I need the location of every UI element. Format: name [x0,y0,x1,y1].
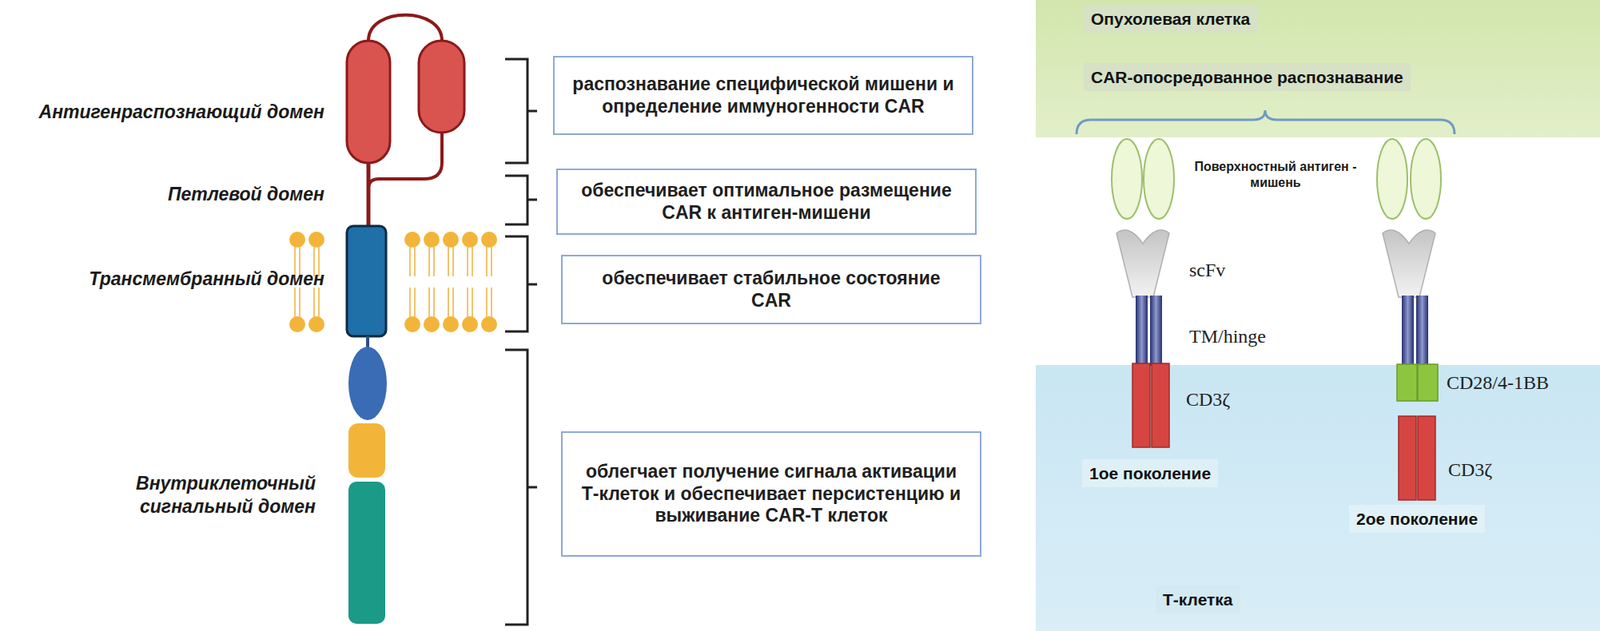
domain-label: Внутриклеточный сигнальный домен [115,472,316,519]
generation-label: 1ое поколение [1089,462,1211,485]
component-label: CD3ζ [1186,389,1230,410]
generation-label-box: 2ое поколение [1349,505,1485,534]
description-box: обеспечивает стабильное состояние CAR [561,254,982,325]
bracket [505,59,538,625]
region-title: CAR-опосредованное распознавание [1083,63,1411,92]
component-label: scFv [1189,259,1226,281]
domain-label: Петлевой домен [4,183,325,207]
brace [1076,110,1455,135]
t-cell-band: Т-клетка 1ое поколение 2ое поколение [1035,365,1600,631]
domain-label: Трансмембранный домен [4,267,325,291]
box-text: обеспечивает стабильное состояние CAR [580,267,963,312]
car-first-generation [1116,230,1170,448]
antigen-label: Поверхностный антиген - мишень [1191,159,1360,192]
box-text: обеспечивает оптимальное размещение CAR … [575,179,958,224]
description-box: распознавание специфической мишени и опр… [553,55,974,136]
antigen [1111,139,1441,219]
description-box: обеспечивает оптимальное размещение CAR … [556,168,977,235]
component-label: CD28/4-1BB [1446,372,1549,394]
region-title: Опухолевая клетка [1083,4,1258,33]
description-box: облегчает получение сигнала активации Т-… [561,431,982,558]
region-title: Т-клетка [1155,585,1241,614]
tumor-cell-band: Опухолевая клеткаCAR-опосредованное расп… [1035,0,1600,138]
generation-label-box: 1ое поколение [1082,459,1218,488]
component-label: CD3ζ [1448,459,1493,481]
component-label: TM/hinge [1189,326,1266,347]
domain-label: Антигенраспознающий домен [4,100,325,124]
generation-label: 2ое поколение [1356,508,1478,530]
box-text: облегчает получение сигнала активации Т-… [580,461,963,528]
car-second-generation [1382,230,1438,501]
box-text: распознавание специфической мишени и опр… [572,73,955,118]
